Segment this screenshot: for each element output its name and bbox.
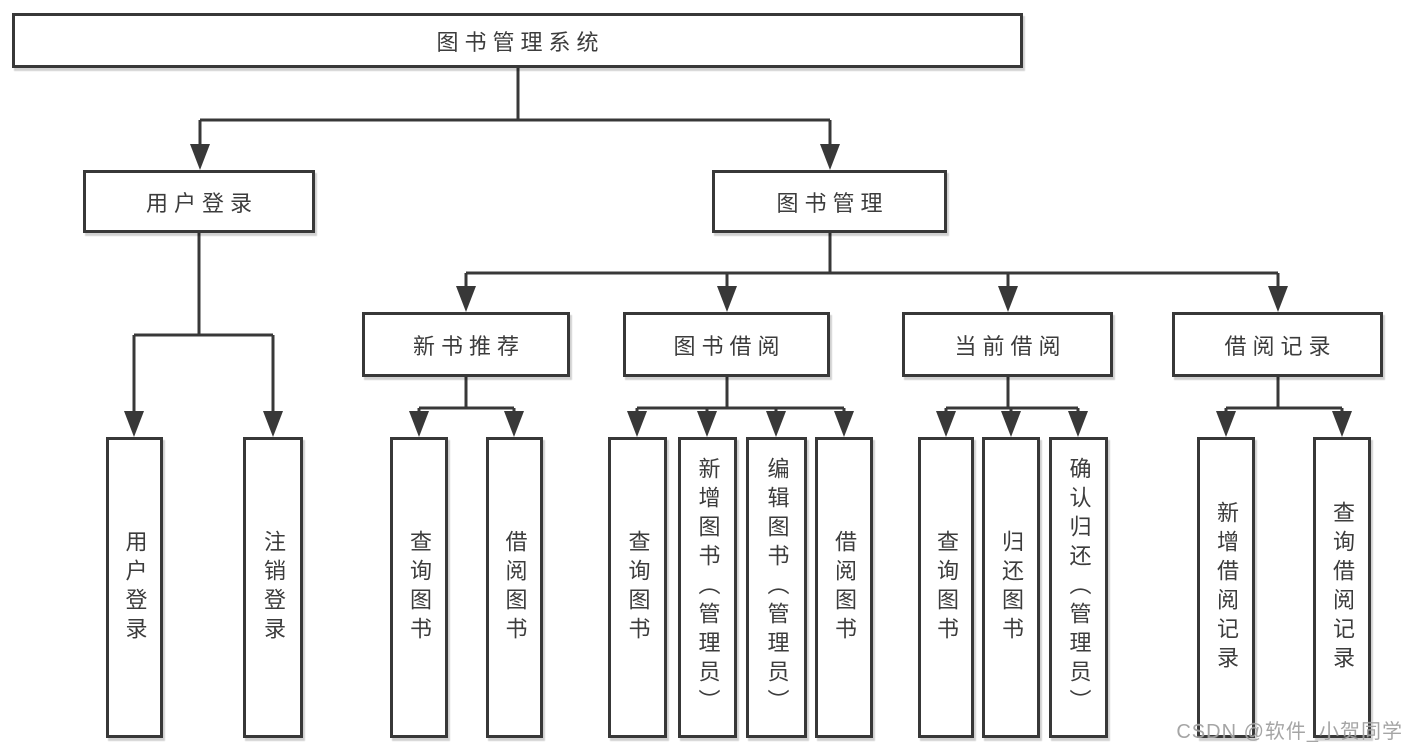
leaf-borrowing-query-books: 查询图书: [608, 437, 667, 738]
node-current-borrowing-label: 当前借阅: [954, 333, 1067, 359]
node-current-borrowing: 当前借阅: [902, 312, 1113, 377]
leaf-query-borrow-record: 查询借阅记录: [1313, 437, 1371, 738]
leaf-user-login: 用户登录: [106, 437, 163, 738]
leaf-return-books: 归还图书: [982, 437, 1040, 738]
node-book-management-label: 图书管理: [776, 190, 889, 216]
leaf-borrowing-query-books-label: 查询图书: [625, 529, 651, 646]
leaf-query-borrow-record-label: 查询借阅记录: [1330, 500, 1355, 675]
node-new-book-recommendation: 新书推荐: [362, 312, 570, 377]
node-borrowing-records-label: 借阅记录: [1224, 333, 1337, 359]
leaf-borrowing-borrow-books-label: 借阅图书: [832, 529, 857, 646]
leaf-recommend-query-books-label: 查询图书: [407, 529, 432, 646]
leaf-recommend-borrow-books-label: 借阅图书: [502, 529, 528, 646]
leaf-edit-books-admin-label: 编辑图书（管理员）: [764, 457, 790, 718]
leaf-user-login-label: 用户登录: [122, 529, 148, 646]
leaf-return-books-label: 归还图书: [999, 529, 1024, 646]
node-borrowing-records: 借阅记录: [1172, 312, 1383, 377]
arrowheads: [124, 144, 1352, 437]
leaf-logout: 注销登录: [243, 437, 303, 738]
leaf-logout-label: 注销登录: [261, 529, 286, 646]
node-book-management: 图书管理: [712, 170, 947, 233]
node-user-login-label: 用户登录: [145, 190, 258, 216]
node-user-login: 用户登录: [83, 170, 315, 233]
leaf-edit-books-admin: 编辑图书（管理员）: [746, 437, 807, 738]
tree-edges: [132, 68, 1344, 419]
leaf-add-books-admin: 新增图书（管理员）: [678, 437, 737, 738]
leaf-add-borrow-record: 新增借阅记录: [1197, 437, 1255, 738]
leaf-add-books-admin-label: 新增图书（管理员）: [695, 457, 721, 718]
leaf-add-borrow-record-label: 新增借阅记录: [1214, 500, 1239, 675]
leaf-current-query-books-label: 查询图书: [934, 529, 959, 646]
leaf-borrowing-borrow-books: 借阅图书: [815, 437, 873, 738]
node-book-borrowing-label: 图书借阅: [673, 333, 786, 359]
leaf-confirm-return-admin-label: 确认归还（管理员）: [1066, 457, 1092, 718]
leaf-current-query-books: 查询图书: [918, 437, 974, 738]
leaf-recommend-borrow-books: 借阅图书: [486, 437, 543, 738]
csdn-watermark: CSDN @软件_小贺同学: [1176, 721, 1403, 743]
node-book-borrowing: 图书借阅: [623, 312, 830, 377]
node-library-system-label: 图书管理系统: [436, 29, 605, 55]
leaf-confirm-return-admin: 确认归还（管理员）: [1049, 437, 1108, 738]
leaf-recommend-query-books: 查询图书: [390, 437, 448, 738]
node-library-system: 图书管理系统: [12, 13, 1023, 68]
node-new-book-recommendation-label: 新书推荐: [412, 333, 525, 359]
